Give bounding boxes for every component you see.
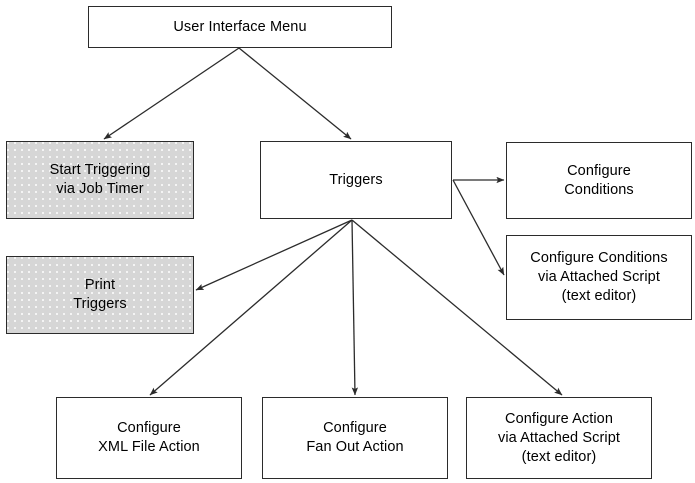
node-user-interface-menu[interactable]: User Interface Menu	[88, 6, 392, 48]
node-configure-fan-out-action[interactable]: Configure Fan Out Action	[262, 397, 448, 479]
node-label-configure-xml-file-action: Configure XML File Action	[98, 420, 200, 455]
node-start-triggering-via-job-timer[interactable]: Start Triggering via Job Timer	[6, 141, 194, 219]
node-configure-action-via-attached-script[interactable]: Configure Action via Attached Script (te…	[466, 397, 652, 479]
node-configure-conditions-via-attached-script[interactable]: Configure Conditions via Attached Script…	[506, 235, 692, 320]
node-print-triggers[interactable]: Print Triggers	[6, 256, 194, 334]
node-configure-xml-file-action[interactable]: Configure XML File Action	[56, 397, 242, 479]
edge-triggers-to-print-triggers	[195, 219, 353, 291]
edge-menu-to-start-triggering	[103, 47, 240, 140]
node-label-print-triggers: Print Triggers	[73, 277, 127, 312]
node-label-start-triggering-via-job-timer: Start Triggering via Job Timer	[49, 162, 151, 197]
edge-menu-to-triggers	[238, 47, 352, 140]
node-label-user-interface-menu: User Interface Menu	[173, 18, 307, 35]
edge-triggers-to-fan-out-action	[351, 219, 359, 396]
node-triggers[interactable]: Triggers	[260, 141, 452, 219]
edge-triggers-to-configure-conditions-script	[452, 179, 505, 276]
node-label-configure-action-via-attached-script: Configure Action via Attached Script (te…	[498, 410, 620, 465]
node-label-configure-fan-out-action: Configure Fan Out Action	[306, 420, 404, 455]
node-label-configure-conditions: Configure Conditions	[564, 162, 634, 198]
node-configure-conditions[interactable]: Configure Conditions	[506, 142, 692, 219]
node-label-triggers: Triggers	[329, 171, 383, 188]
node-label-configure-conditions-via-attached-script: Configure Conditions via Attached Script…	[530, 250, 668, 304]
